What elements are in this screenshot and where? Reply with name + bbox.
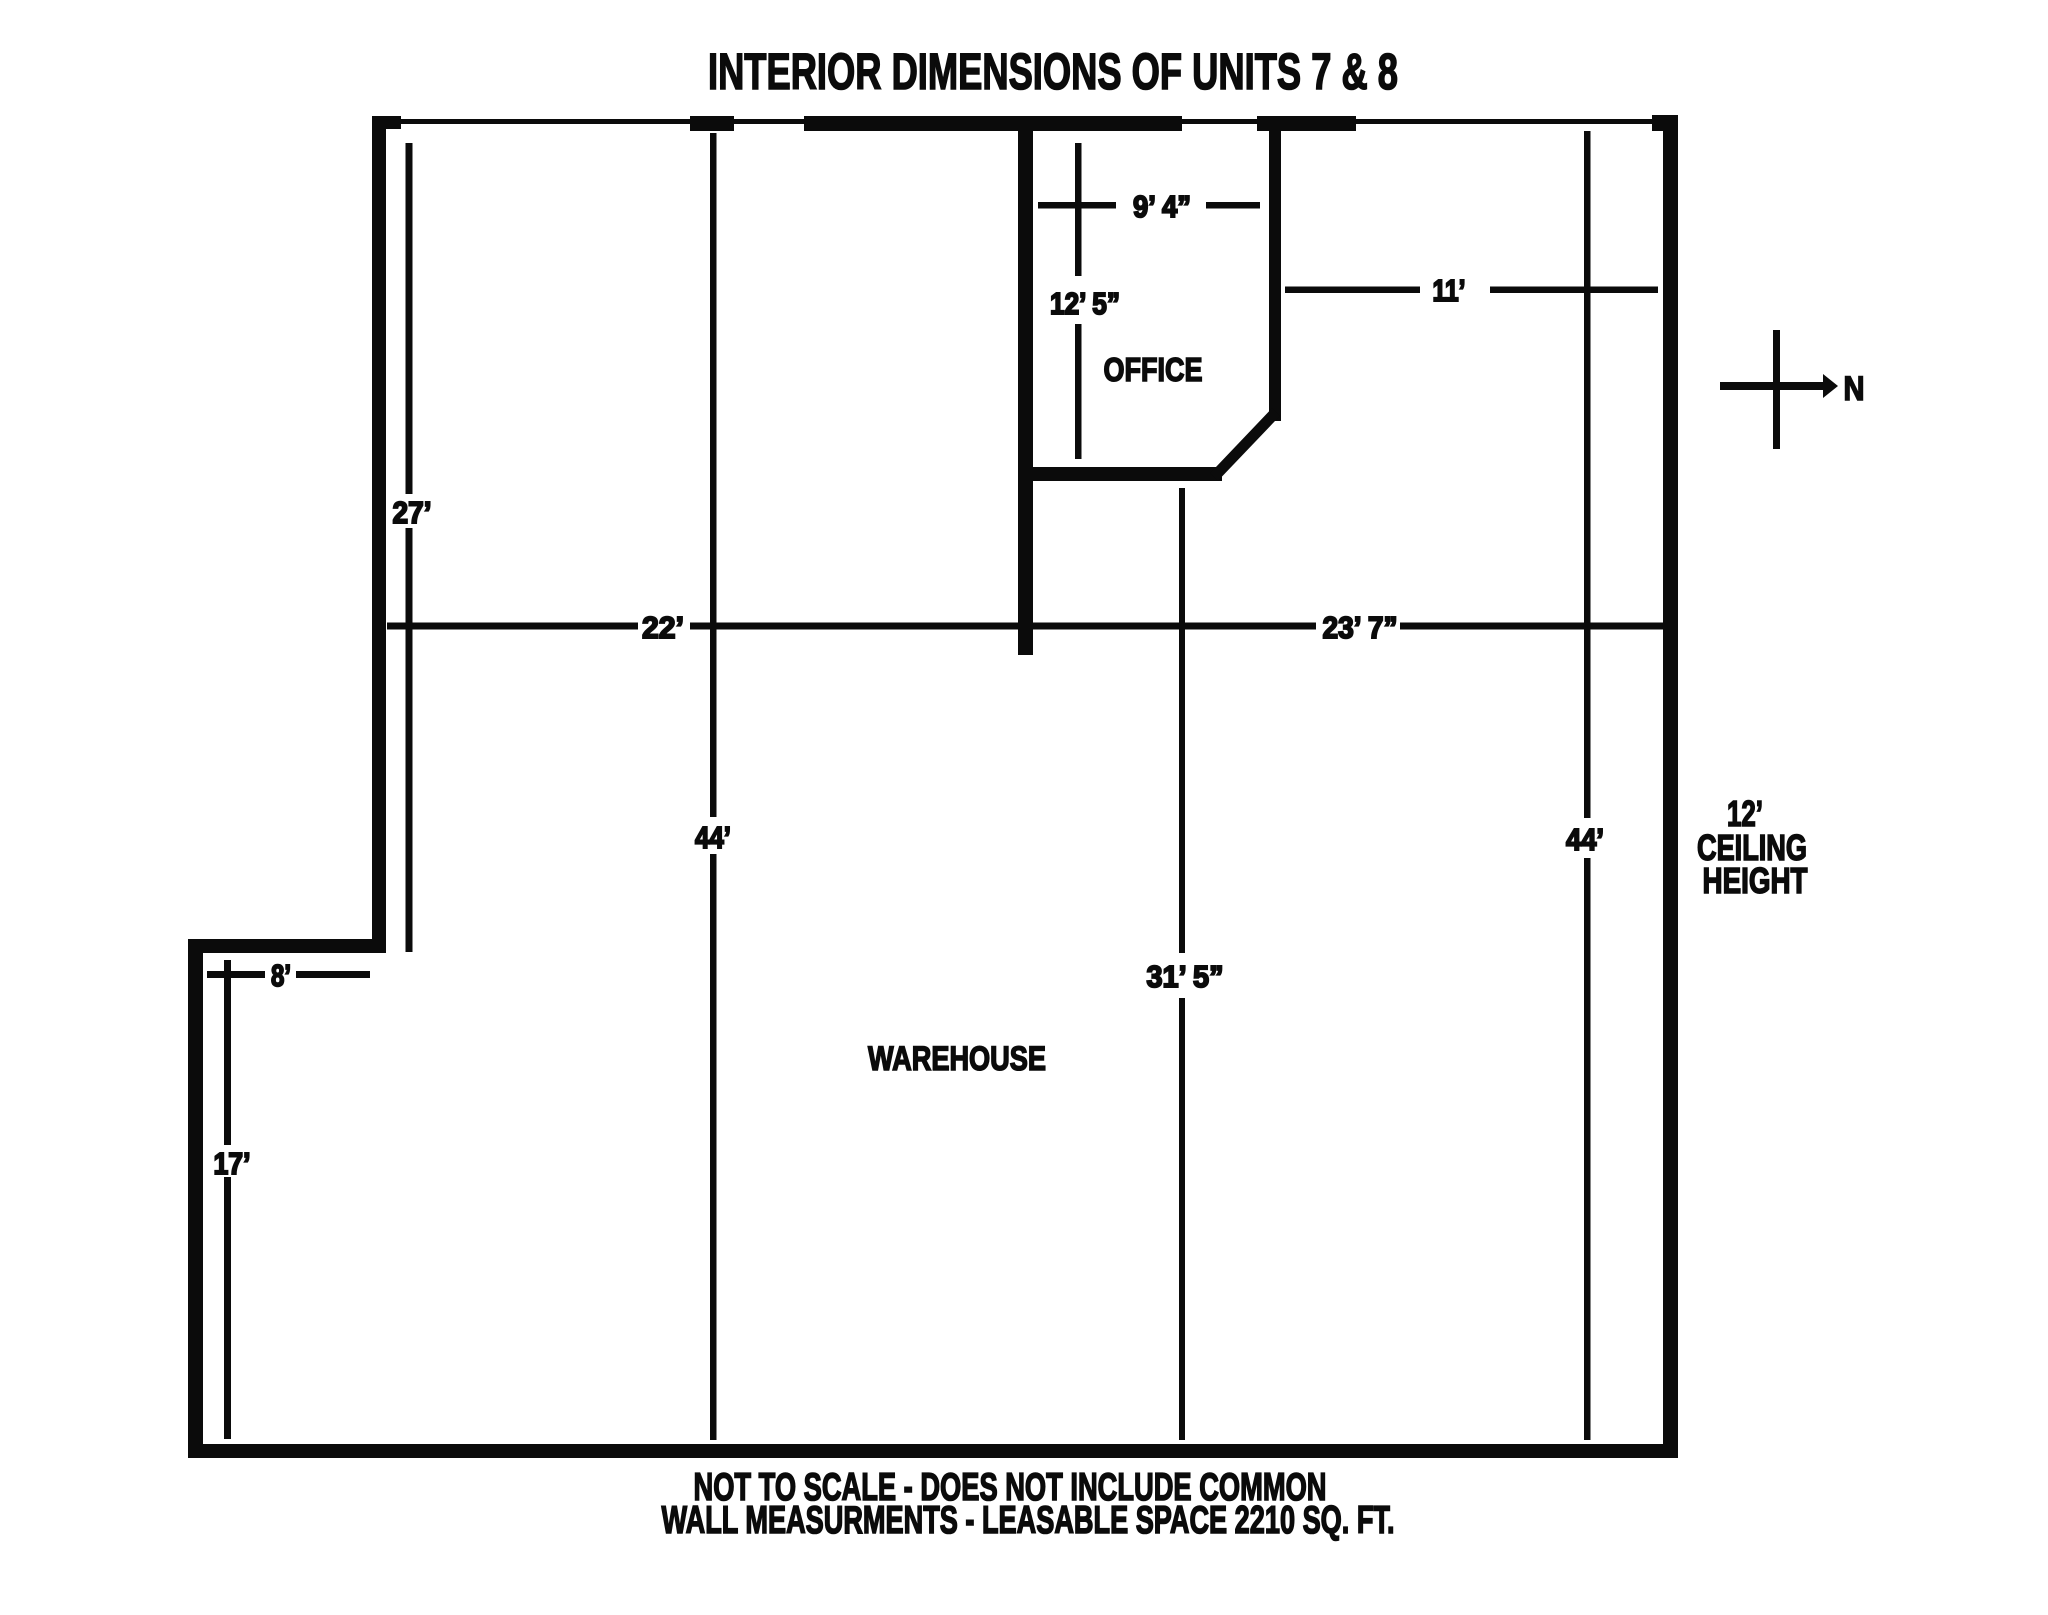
svg-text:N: N: [1844, 370, 1865, 408]
svg-text:8’: 8’: [271, 958, 291, 993]
svg-text:17’: 17’: [214, 1146, 251, 1181]
svg-text:23’ 7”: 23’ 7”: [1323, 610, 1398, 645]
svg-text:27’: 27’: [393, 495, 432, 530]
svg-text:12’: 12’: [1727, 793, 1763, 834]
svg-text:NOT TO SCALE - DOES NOT INCLUD: NOT TO SCALE - DOES NOT INCLUDE COMMON: [694, 1466, 1327, 1509]
svg-text:CEILING: CEILING: [1697, 827, 1807, 868]
svg-text:22’: 22’: [642, 610, 684, 645]
svg-text:INTERIOR DIMENSIONS OF UNITS 7: INTERIOR DIMENSIONS OF UNITS 7 & 8: [708, 43, 1398, 100]
svg-text:44’: 44’: [1566, 822, 1604, 857]
svg-text:OFFICE: OFFICE: [1104, 351, 1203, 388]
svg-text:WAREHOUSE: WAREHOUSE: [868, 1040, 1046, 1078]
svg-text:WALL MEASURMENTS - LEASABLE SP: WALL MEASURMENTS - LEASABLE SPACE 2210 S…: [662, 1499, 1395, 1542]
svg-text:44’: 44’: [695, 820, 731, 855]
svg-text:12’ 5”: 12’ 5”: [1050, 286, 1120, 321]
svg-text:31’ 5”: 31’ 5”: [1147, 959, 1224, 994]
svg-text:11’: 11’: [1433, 273, 1466, 308]
svg-text:9’ 4”: 9’ 4”: [1133, 189, 1191, 224]
svg-text:HEIGHT: HEIGHT: [1703, 860, 1808, 901]
